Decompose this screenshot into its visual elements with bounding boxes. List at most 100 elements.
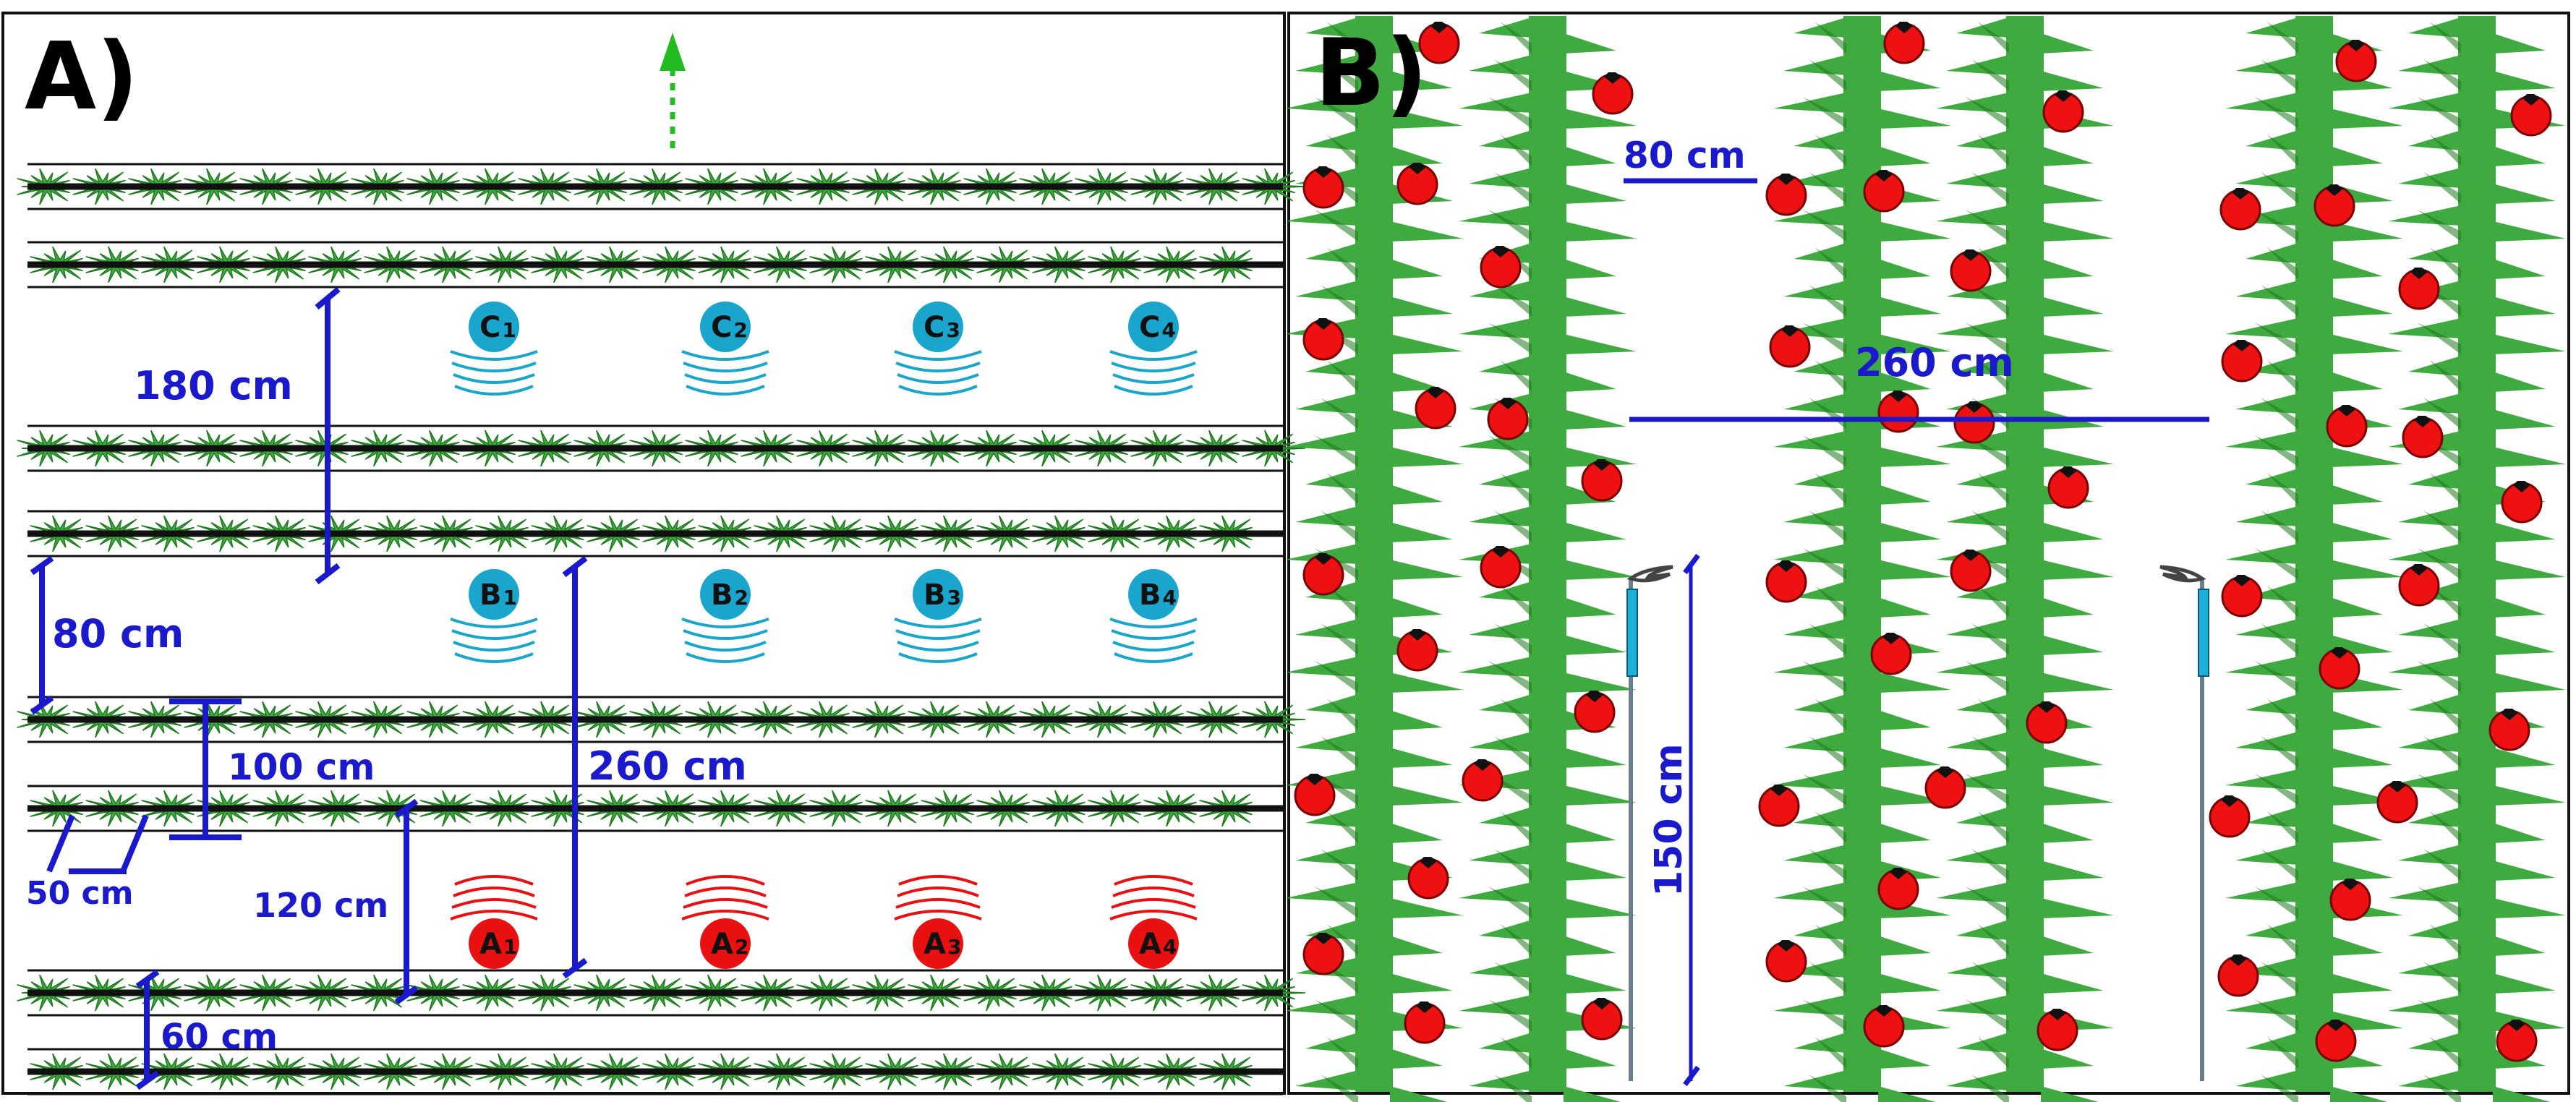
- panel-a-frame: [1, 12, 1286, 1095]
- sensor-node-label: B3: [924, 578, 961, 612]
- tomato-icon: [2496, 1020, 2538, 1062]
- crop-row: [27, 510, 1283, 558]
- tomato-icon: [1418, 22, 1460, 64]
- plant-row-side: [1459, 16, 1637, 1102]
- sensor-node: C2: [681, 302, 769, 396]
- tomato-icon: [1396, 163, 1438, 205]
- dim-label-b-80: 80 cm: [1624, 134, 1746, 176]
- panel-a-letter: A): [25, 23, 139, 131]
- tomato-icon: [2510, 94, 2552, 137]
- sensor-node: B2: [681, 569, 769, 663]
- tomato-icon: [1863, 1005, 1905, 1048]
- sensor-node-label: A3: [924, 928, 961, 961]
- tomato-icon: [1302, 553, 1344, 596]
- crop-rows-top-view: [17, 163, 1305, 1095]
- tomato-icon: [1769, 325, 1811, 368]
- sensor-node: A2: [681, 875, 769, 969]
- sensor-node-marker: [469, 918, 519, 969]
- tomato-icon: [2219, 188, 2261, 231]
- tomato-icon: [1462, 759, 1504, 802]
- sensor-node-marker: [913, 302, 963, 352]
- tomato-icon: [1302, 318, 1344, 361]
- tomato-icon: [1877, 868, 1919, 910]
- dim-label-60: 60 cm: [161, 1017, 278, 1057]
- tomato-icon: [2313, 184, 2355, 227]
- dim-label-260: 260 cm: [588, 743, 747, 789]
- sensor-node-marker: [469, 569, 519, 620]
- crop-row: [17, 969, 1305, 1017]
- sensor-node-label: C3: [924, 311, 960, 344]
- sensor-node: C4: [1109, 302, 1198, 396]
- sensor-node-marker: [1128, 918, 1179, 969]
- tomato-icon: [2488, 709, 2530, 751]
- tomato-icon: [2319, 647, 2360, 690]
- dim-label-b-260: 260 cm: [1855, 340, 2014, 385]
- dimension-lines: [30, 286, 588, 1090]
- tomato-icon: [1294, 774, 1336, 816]
- sensor-node: C3: [894, 302, 982, 396]
- tomato-fruits: [1294, 22, 2552, 1062]
- tomato-icon: [1480, 546, 1522, 589]
- sensor-pole-icon: [2159, 565, 2209, 1081]
- tomato-icon: [1950, 550, 1992, 592]
- sensor-node: B1: [450, 569, 538, 663]
- tomato-icon: [2209, 795, 2251, 838]
- tomato-icon: [1870, 633, 1912, 675]
- tomato-icon: [2047, 466, 2089, 509]
- crop-row: [17, 696, 1305, 743]
- tomato-icon: [2315, 1020, 2357, 1062]
- sensor-node: A3: [894, 875, 982, 969]
- panel-b: 80 cm 260 cm 150 cm B): [1285, 16, 2566, 1102]
- sensor-node-label: B4: [1139, 578, 1177, 612]
- dim-label-b-150: 150 cm: [1647, 743, 1691, 897]
- sensor-node-label: C1: [479, 311, 516, 344]
- sensor-node-marker: [469, 302, 519, 352]
- sensor-node: C1: [450, 302, 538, 396]
- tomato-icon: [2217, 954, 2259, 997]
- dim-label-100: 100 cm: [228, 746, 375, 788]
- tomato-icon: [2402, 416, 2444, 458]
- panel-b-frame: [1287, 12, 2570, 1095]
- tomato-icon: [1581, 998, 1623, 1041]
- tomato-icon: [2221, 575, 2263, 618]
- tomato-icon: [1883, 22, 1925, 64]
- panel-b-letter: B): [1315, 20, 1428, 127]
- sensor-node-label: A4: [1139, 928, 1177, 961]
- sensor-node: B4: [1109, 569, 1198, 663]
- sensor-pole-icon: [1626, 565, 1673, 1081]
- sensor-node-marker: [700, 302, 751, 352]
- dim-label-180: 180 cm: [134, 363, 293, 409]
- tomato-icon: [2037, 1009, 2078, 1051]
- dim-label-120: 120 cm: [253, 886, 388, 925]
- tomato-icon: [1480, 246, 1522, 289]
- tomato-icon: [1415, 387, 1457, 430]
- sensor-node-marker: [913, 569, 963, 620]
- tomato-icon: [2042, 90, 2084, 133]
- dim-label-80: 80 cm: [52, 611, 184, 657]
- plant-row-side: [2388, 16, 2566, 1102]
- tomato-icon: [1765, 174, 1807, 216]
- sensor-node-label: B1: [479, 578, 517, 612]
- north-arrow-icon: [660, 33, 686, 148]
- tomato-icon: [1950, 249, 1992, 292]
- sensor-node-label: B2: [711, 578, 749, 612]
- tomato-icon: [2501, 481, 2543, 524]
- tomato-icon: [2326, 405, 2368, 448]
- crop-row: [17, 424, 1305, 472]
- panel-b-dimension-lines: [1624, 178, 2209, 1087]
- sensor-node-marker: [700, 569, 751, 620]
- crop-row: [27, 785, 1283, 832]
- tomato-icon: [1765, 940, 1807, 983]
- tomato-icon: [1404, 1001, 1446, 1044]
- tomato-icon: [2329, 879, 2371, 921]
- sensor-node-label: C4: [1139, 311, 1176, 344]
- sensor-node-marker: [913, 918, 963, 969]
- tomato-icon: [2026, 701, 2068, 744]
- tomato-icon: [1592, 72, 1634, 115]
- tomato-icon: [1581, 459, 1623, 502]
- tomato-icon: [2398, 268, 2440, 310]
- sensor-node: A4: [1109, 875, 1198, 969]
